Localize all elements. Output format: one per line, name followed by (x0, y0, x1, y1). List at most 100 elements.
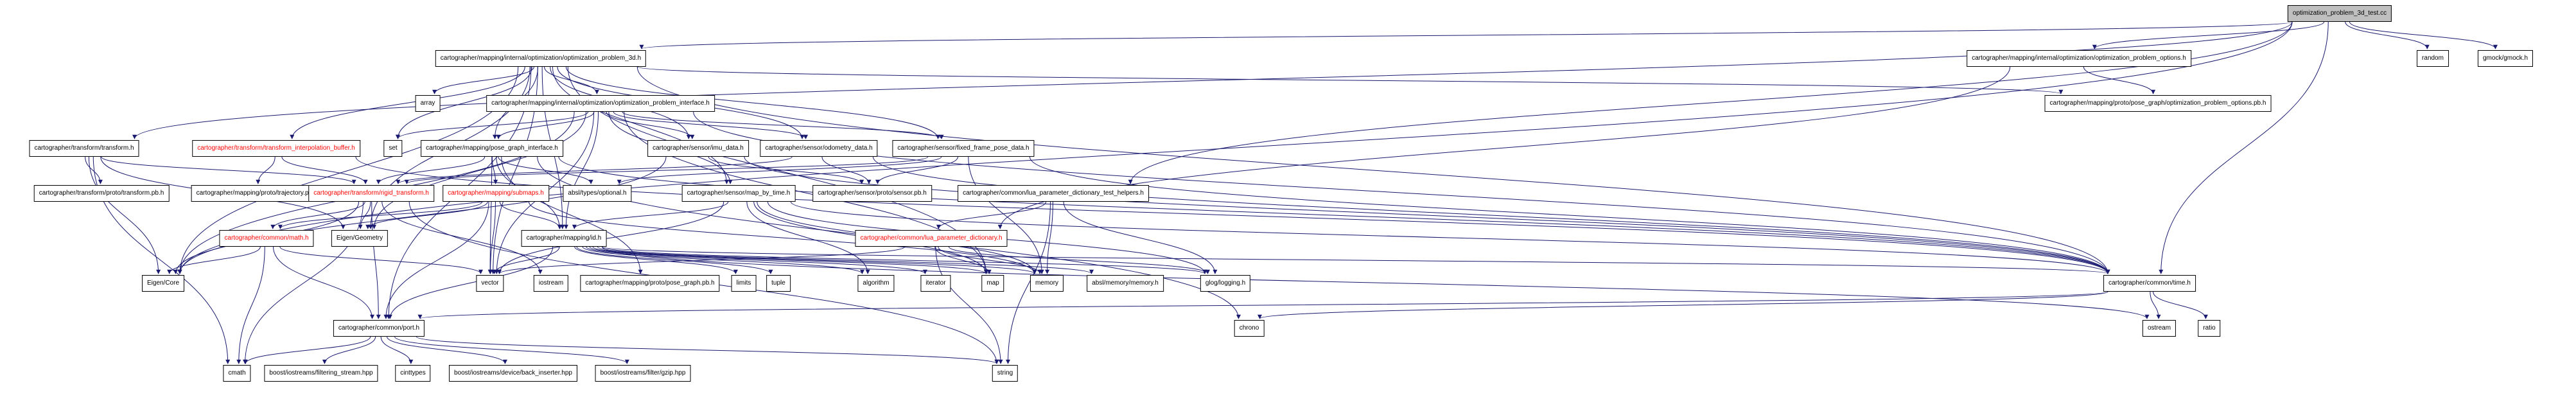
edge-submaps-vector (488, 201, 496, 274)
edge-ffpd-rigid (405, 156, 929, 184)
edge-id-limits (574, 246, 738, 274)
edge-mbt-id (572, 201, 729, 229)
node-cint[interactable]: cinttypes (395, 365, 431, 382)
node-bbi[interactable]: boost/iostreams/device/back_inserter.hpp (449, 365, 577, 382)
node-port[interactable]: cartographer/common/port.h (333, 320, 425, 337)
node-opiface[interactable]: cartographer/mapping/internal/optimizati… (486, 95, 715, 112)
edge-test-time (2159, 21, 2329, 274)
node-set[interactable]: set (383, 140, 403, 157)
edge-opiface-odom (613, 111, 809, 139)
edge-rigid-iostream (381, 201, 543, 274)
edge-rigid-port (371, 201, 381, 319)
node-sensorpb[interactable]: cartographer/sensor/proto/sensor.pb.h (812, 185, 932, 202)
edge-lpd-vector (497, 246, 906, 274)
node-map[interactable]: map (981, 275, 1004, 292)
node-opopts[interactable]: cartographer/mapping/internal/optimizati… (1967, 50, 2191, 67)
node-op3d[interactable]: cartographer/mapping/internal/optimizati… (435, 50, 647, 67)
edge-port-cint (380, 336, 414, 364)
node-submaps[interactable]: cartographer/mapping/submaps.h (442, 185, 549, 202)
edge-time-port (418, 291, 2108, 319)
node-array[interactable]: array (415, 95, 441, 112)
edge-id-algorithm (582, 246, 864, 274)
edge-submaps-memory (528, 201, 1037, 274)
edge-ffpd-memory (968, 156, 1044, 274)
edge-odom-sensorpb (821, 156, 872, 184)
node-ffpd[interactable]: cartographer/sensor/fixed_frame_pose_dat… (892, 140, 1035, 157)
edge-math-eigencore (167, 246, 261, 274)
node-cmath[interactable]: cmath (223, 365, 251, 382)
node-eigencore[interactable]: Eigen/Core (141, 275, 185, 292)
edge-op3d-tib (290, 66, 525, 139)
node-algorithm[interactable]: algorithm (857, 275, 895, 292)
edge-odom-time (873, 156, 2110, 274)
node-string[interactable]: string (992, 365, 1019, 382)
node-imu[interactable]: cartographer/sensor/imu_data.h (647, 140, 749, 157)
edge-tib-rigid (281, 156, 368, 184)
node-rigid[interactable]: cartographer/transform/rigid_transform.h (308, 185, 434, 202)
node-ostream[interactable]: ostream (2142, 320, 2177, 337)
edge-lpd-glog (948, 246, 1210, 274)
edge-time-chrono (1257, 291, 2108, 319)
node-pgi[interactable]: cartographer/mapping/pose_graph_interfac… (421, 140, 563, 157)
edge-id-map (589, 246, 988, 274)
edge-id-port (387, 246, 554, 319)
node-math[interactable]: cartographer/common/math.h (219, 230, 314, 247)
node-test[interactable]: optimization_problem_3d_test.cc (2287, 5, 2392, 22)
edge-opiface-ffpd (622, 111, 944, 139)
edge-time-ratio (2153, 291, 2208, 319)
node-tib[interactable]: cartographer/transform/transform_interpo… (192, 140, 360, 157)
node-time[interactable]: cartographer/common/time.h (2103, 275, 2196, 292)
node-mbt[interactable]: cartographer/sensor/map_by_time.h (681, 185, 796, 202)
edge-id-time (602, 246, 2110, 274)
node-glog[interactable]: glog/logging.h (1200, 275, 1251, 292)
node-opoptspb[interactable]: cartographer/mapping/proto/pose_graph/op… (2044, 95, 2272, 112)
edge-port-cmath (243, 336, 371, 364)
edge-rigid-math (270, 201, 365, 229)
node-odom[interactable]: cartographer/sensor/odometry_data.h (760, 140, 878, 157)
node-transformpb[interactable]: cartographer/transform/proto/transform.p… (33, 185, 170, 202)
edge-op3d-ffpd (565, 66, 940, 139)
edge-lpdth-lpd (936, 201, 1047, 229)
edge-test-opopts (2092, 21, 2325, 49)
node-bgz[interactable]: boost/iostreams/filter/gzip.hpp (595, 365, 691, 382)
node-limits[interactable]: limits (731, 275, 757, 292)
edge-tib-trajpb (256, 156, 276, 184)
node-tuple[interactable]: tuple (766, 275, 791, 292)
node-iostream[interactable]: iostream (533, 275, 569, 292)
node-vector[interactable]: vector (476, 275, 504, 292)
node-memory[interactable]: memory (1030, 275, 1064, 292)
edge-ffpd-optional (617, 156, 942, 184)
node-ratio[interactable]: ratio (2198, 320, 2221, 337)
node-iterator[interactable]: iterator (920, 275, 951, 292)
node-random[interactable]: random (2417, 50, 2449, 67)
edge-port-string (416, 336, 999, 364)
node-eigengeo[interactable]: Eigen/Geometry (331, 230, 389, 247)
edge-pgi-submaps (491, 156, 498, 184)
node-lpd[interactable]: cartographer/common/lua_parameter_dictio… (855, 230, 1008, 247)
edge-op3d-mbt (552, 66, 730, 184)
edge-test-eigencore (177, 21, 2293, 274)
edge-op3d-set (396, 66, 532, 139)
edge-odom-rigid (396, 156, 793, 184)
edge-opiface-eigengeo (372, 111, 586, 229)
node-gmock[interactable]: gmock/gmock.h (2477, 50, 2534, 67)
edge-transform-eigencore (88, 156, 161, 274)
edge-lpdth-string (1006, 201, 1051, 364)
edge-rigid-eigengeo (358, 201, 371, 229)
node-absmem[interactable]: absl/memory/memory.h (1087, 275, 1164, 292)
node-pgpb[interactable]: cartographer/mapping/proto/pose_graph.pb… (580, 275, 720, 292)
edge-pgi-vector (487, 156, 493, 274)
node-bfs[interactable]: boost/iostreams/filtering_stream.hpp (264, 365, 378, 382)
node-chrono[interactable]: chrono (1234, 320, 1265, 337)
node-trajpb[interactable]: cartographer/mapping/proto/trajectory.pb… (191, 185, 323, 202)
edge-time-ostream (2150, 291, 2161, 319)
edge-submaps-eigengeo (365, 201, 488, 229)
node-optional[interactable]: absl/types/optional.h (563, 185, 632, 202)
node-id[interactable]: cartographer/mapping/id.h (521, 230, 607, 247)
edge-pgi-time (558, 156, 2110, 274)
edge-mbt-vector (497, 201, 724, 274)
node-transform[interactable]: cartographer/transform/transform.h (29, 140, 139, 157)
node-lpdth[interactable]: cartographer/common/lua_parameter_dictio… (958, 185, 1149, 202)
